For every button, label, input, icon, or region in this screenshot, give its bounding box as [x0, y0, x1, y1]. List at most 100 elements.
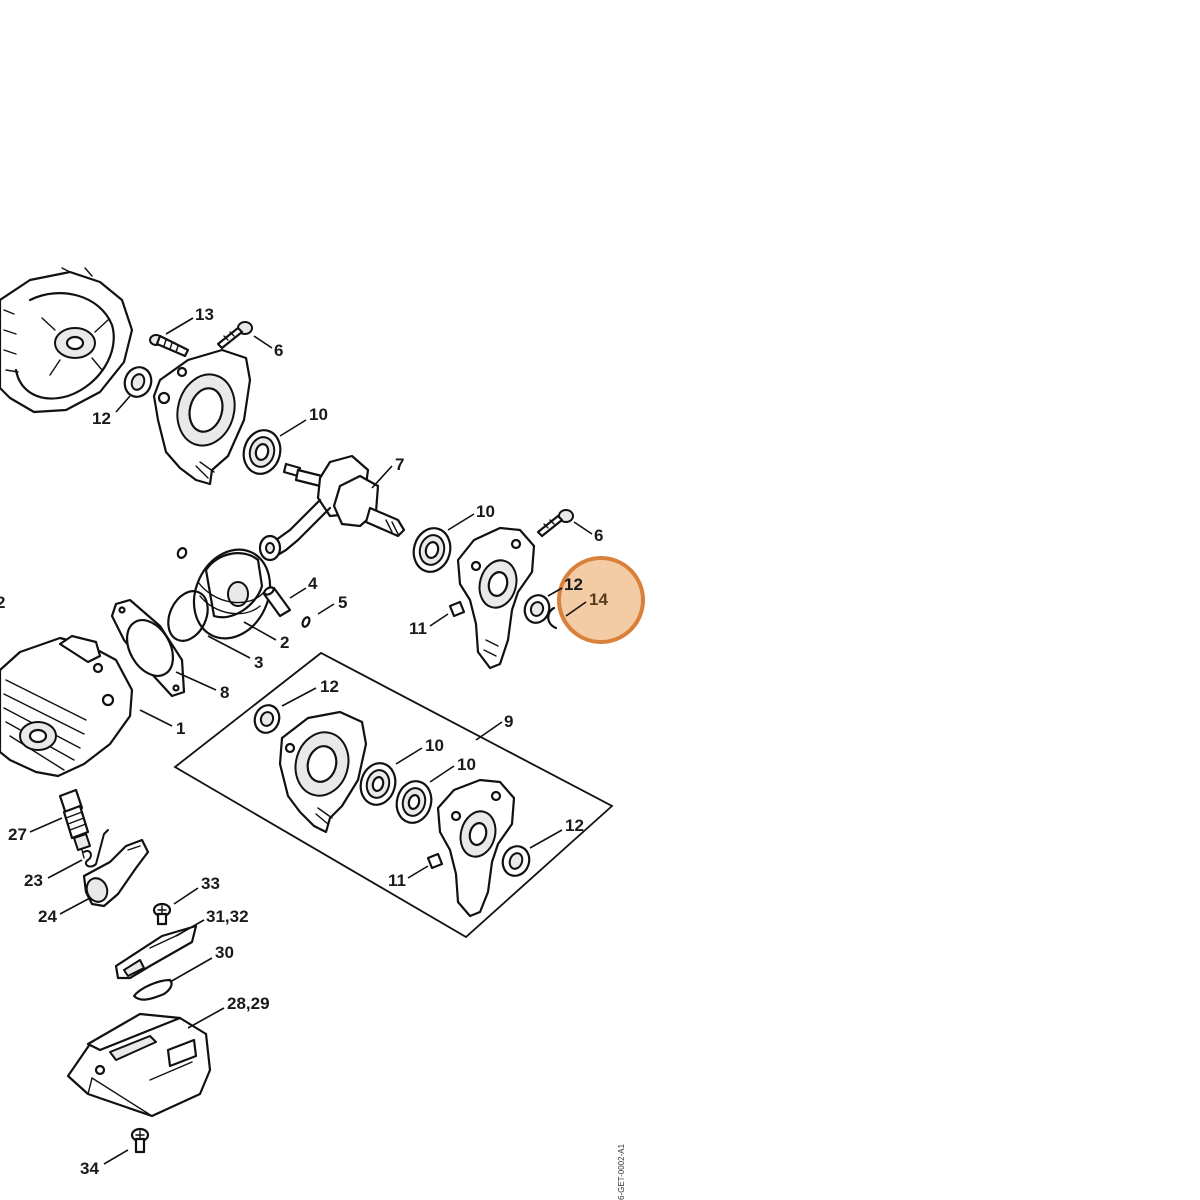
- label-10-kit-a: 10: [425, 736, 444, 755]
- crankcase-left-part: [152, 348, 252, 486]
- leader-4: [289, 587, 307, 599]
- label-14: 14: [589, 590, 608, 609]
- hookless-snap-ring-5-part: [301, 616, 311, 628]
- spark-plug-boot-24-part: [82, 838, 150, 908]
- spark-plug-27-part: [58, 788, 91, 859]
- label-11-mid: 11: [409, 619, 427, 638]
- sleeve-11-mid-part: [448, 600, 466, 618]
- leader-11-kit: [407, 865, 429, 879]
- leader-12-kit-bottom: [529, 829, 563, 849]
- piston-pin-4-part: [262, 586, 292, 618]
- label-10-mid: 10: [476, 502, 495, 521]
- screw-13-part: [149, 334, 190, 358]
- leader-27: [29, 817, 63, 833]
- label-6-mid: 6: [594, 526, 603, 545]
- leader-31-32: [175, 919, 205, 937]
- cylinder-1-part: [0, 634, 134, 778]
- leader-33: [173, 887, 199, 905]
- leader-2: [243, 621, 277, 641]
- label-13: 13: [195, 305, 214, 324]
- label-12-mid: 12: [564, 575, 583, 594]
- screw-34-part: [130, 1127, 150, 1154]
- bearing-10-mid-part: [412, 527, 452, 573]
- kit-crankcase-left-part: [278, 710, 368, 834]
- oil-seal-12-top-part: [123, 366, 153, 398]
- leader-34: [103, 1149, 129, 1165]
- leader-30: [169, 957, 213, 983]
- leader-5: [317, 603, 335, 615]
- screw-6-mid-part: [536, 509, 574, 538]
- label-3: 3: [254, 653, 263, 672]
- label-8: 8: [220, 683, 229, 702]
- leader-10-mid: [447, 513, 475, 531]
- kit-oil-seal-12-bottom-part: [501, 845, 531, 877]
- label-30: 30: [215, 943, 234, 962]
- screw-33-part: [152, 902, 172, 926]
- label-1: 1: [176, 719, 185, 738]
- leader-8: [175, 671, 217, 691]
- circlip-14-part: [547, 606, 558, 630]
- muffler-28-29-part: [66, 1012, 212, 1118]
- leader-3: [207, 635, 251, 659]
- label-31-32: 31,32: [206, 907, 249, 926]
- oil-seal-12-mid-part: [523, 594, 551, 624]
- kit-oil-seal-12-top-part: [253, 704, 281, 734]
- piston-circlip-top-part: [176, 547, 188, 559]
- label-12-kit-top: 12: [320, 677, 339, 696]
- label-27: 27: [8, 825, 27, 844]
- leader-24: [59, 897, 91, 915]
- leader-10-kit-b: [429, 765, 455, 783]
- label-23: 23: [24, 871, 43, 890]
- leader-11-mid: [429, 613, 449, 627]
- label-12-top: 12: [92, 409, 111, 428]
- drawing-reference: 6-GET-0002-A1: [617, 1143, 626, 1200]
- crankshaft-7-part: [258, 454, 406, 562]
- piston-2-part: [192, 548, 272, 640]
- leader-6-top: [253, 335, 273, 349]
- highlight-circle: [557, 556, 645, 644]
- label-34: 34: [80, 1159, 99, 1178]
- screw-6-top-part: [216, 321, 253, 350]
- gasket-8-part: [110, 598, 186, 698]
- leader-14: [565, 601, 587, 617]
- kit-crankcase-right-part: [436, 778, 516, 918]
- label-28-29: 28,29: [227, 994, 270, 1013]
- label-2-edge: 2: [0, 593, 5, 612]
- label-9: 9: [504, 712, 513, 731]
- leader-6-mid: [573, 521, 593, 535]
- label-12-kit-bottom: 12: [565, 816, 584, 835]
- kit-bearing-10-b-part: [395, 780, 433, 824]
- label-24: 24: [38, 907, 57, 926]
- leg-spring-23-part: [83, 829, 109, 868]
- leader-1: [139, 709, 173, 727]
- crankcase-right-part: [456, 526, 536, 670]
- label-2: 2: [280, 633, 289, 652]
- piston-ring-3-part: [167, 590, 209, 642]
- leader-12-top: [115, 395, 131, 413]
- gasket-30-part: [132, 978, 173, 1001]
- plate-31-32-part: [114, 924, 198, 980]
- bearing-10-top-part: [242, 429, 282, 475]
- leader-10-top: [279, 419, 307, 437]
- label-6-top: 6: [274, 341, 283, 360]
- leader-9: [475, 721, 503, 741]
- kit-bearing-10-a-part: [359, 762, 397, 806]
- label-33: 33: [201, 874, 220, 893]
- leader-10-kit-a: [395, 747, 423, 765]
- leader-28-29: [187, 1007, 225, 1029]
- crankcase-kit-9-frame: [173, 651, 614, 939]
- leader-23: [47, 859, 83, 879]
- label-5: 5: [338, 593, 347, 612]
- leader-13: [165, 317, 194, 335]
- kit-sleeve-11-part: [426, 852, 444, 870]
- flywheel-part: [0, 267, 134, 414]
- label-10-kit-b: 10: [457, 755, 476, 774]
- label-11-kit: 11: [388, 871, 406, 890]
- label-10-top: 10: [309, 405, 328, 424]
- label-4: 4: [308, 574, 318, 593]
- leader-12-mid: [547, 587, 563, 597]
- label-7: 7: [395, 455, 404, 474]
- leader-12-kit-top: [281, 687, 317, 707]
- leader-7: [371, 465, 393, 489]
